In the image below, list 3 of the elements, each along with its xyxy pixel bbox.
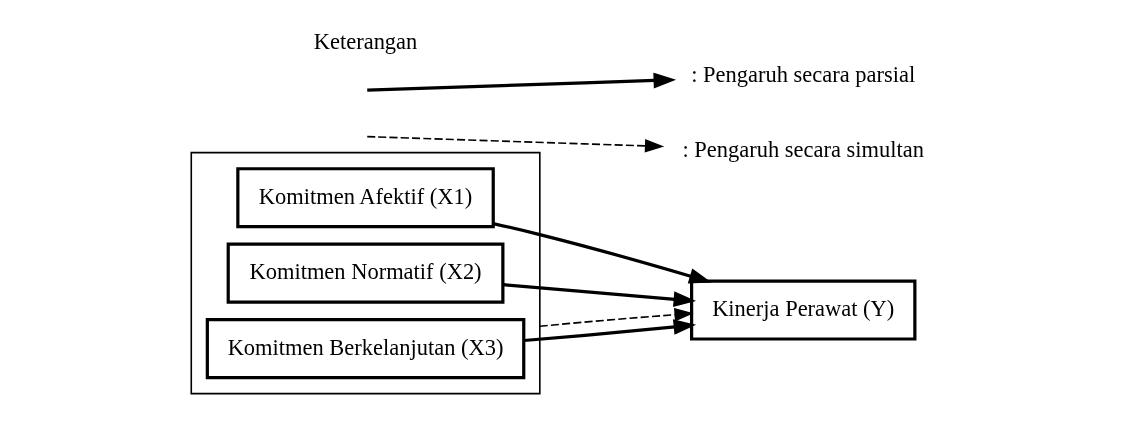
legend-label: : Pengaruh secara simultan — [682, 137, 924, 163]
legend-label: : Pengaruh secara parsial — [691, 61, 916, 87]
label: Keterangan — [313, 29, 418, 55]
